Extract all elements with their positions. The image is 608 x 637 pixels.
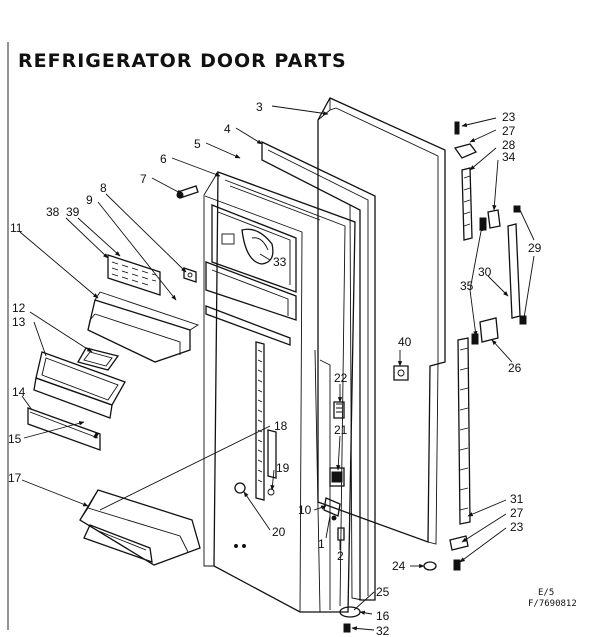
leader-lines [19,105,535,631]
bracket-part [183,267,197,283]
dispenser-shelf [87,291,200,363]
callout-25: 25 [376,585,390,599]
callout-1: 1 [318,537,325,551]
callout-40: 40 [398,335,412,349]
callout-labels: 3 4 5 6 7 8 9 38 39 11 12 13 14 15 17 33… [8,100,542,637]
callout-2: 2 [337,549,344,563]
callout-28: 28 [502,138,516,152]
callout-21: 21 [334,423,348,437]
callout-38: 38 [46,205,60,219]
callout-15: 15 [8,432,22,446]
callout-13: 13 [12,315,26,329]
callout-3: 3 [256,100,263,114]
callout-29: 29 [528,241,542,255]
callout-35: 35 [460,279,474,293]
callout-31: 31 [510,492,524,506]
callout-5: 5 [194,137,201,151]
callout-4: 4 [224,122,231,136]
callout-33: 33 [273,255,287,269]
callout-20: 20 [272,525,286,539]
callout-17: 17 [8,471,22,485]
callout-22: 22 [334,371,348,385]
door-liner [203,171,356,613]
callout-27-bottom: 27 [510,506,524,520]
door-gasket [261,140,376,601]
callout-26: 26 [508,361,522,375]
page-title: REFRIGERATOR DOOR PARTS [18,50,347,72]
dispenser-trim [107,254,161,296]
callout-23-bottom: 23 [510,520,524,534]
callout-7: 7 [140,172,147,186]
tray-strip [27,407,101,451]
callout-27-top: 27 [502,124,516,138]
callout-16: 16 [376,609,390,623]
tray-frame [33,351,126,419]
callout-10: 10 [298,503,312,517]
callout-6: 6 [160,152,167,166]
callout-34: 34 [502,150,516,164]
shelf-rack-strip [234,341,277,548]
dispenser-cavity [205,204,297,346]
label-plate [393,365,409,381]
callout-9: 9 [86,193,93,207]
drawing-code-line-1: E/5 [538,588,555,598]
callout-11: 11 [10,221,23,235]
callout-19: 19 [276,461,290,475]
callout-30: 30 [478,265,492,279]
callout-24: 24 [392,559,406,573]
callout-14: 14 [12,385,26,399]
callout-39: 39 [66,205,80,219]
drip-tray [77,347,120,371]
screw-part [176,185,199,199]
door-shelf-bin [79,489,201,566]
callout-23-top: 23 [502,110,516,124]
callout-12: 12 [12,301,26,315]
callout-8: 8 [100,181,107,195]
callout-32: 32 [376,624,390,637]
drawing-code-line-2: F/7690812 [528,599,577,609]
callout-18: 18 [274,419,288,433]
lower-hinge-parts [423,317,499,571]
